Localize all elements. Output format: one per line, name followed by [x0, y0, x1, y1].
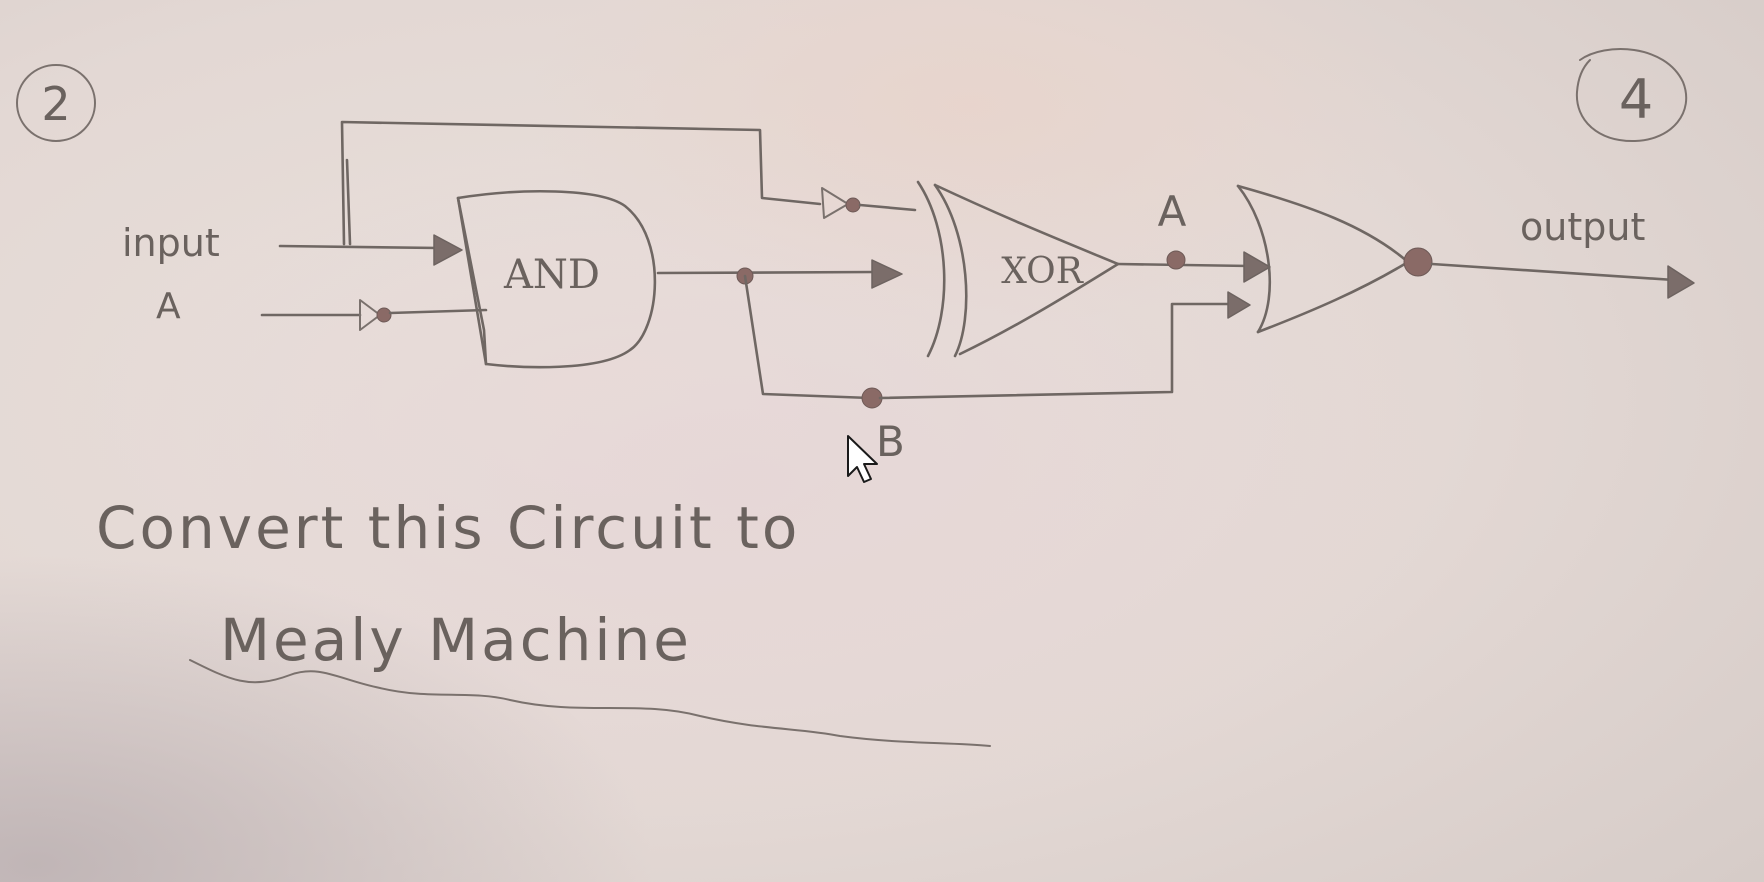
and-to-b-wire: [743, 274, 872, 400]
page-number-left-text: 2: [41, 77, 70, 131]
underline-squiggle: [189, 659, 991, 747]
xor-middle-input-arrow: [871, 259, 903, 289]
xor-output-a-label: A: [1158, 187, 1187, 236]
output-wire: [1430, 262, 1676, 282]
input-label: input: [122, 221, 220, 265]
page-number-right-text: 4: [1619, 68, 1653, 131]
xor-gate: XOR: [916, 180, 1120, 358]
feedback-loop-junction: [345, 158, 352, 246]
xor-output-dot: [1166, 250, 1186, 270]
mouse-pointer-icon: [847, 435, 878, 483]
instruction-line-1: Convert this Circuit to: [96, 494, 800, 562]
input-arrow: [433, 234, 463, 266]
output-arrow: [1667, 265, 1695, 299]
output-label: output: [1520, 205, 1645, 249]
b-feedback-wire: [878, 302, 1237, 400]
input-a-inverter: [359, 299, 381, 331]
xor-top-inverter: [821, 187, 849, 219]
or-bottom-input-arrow: [1227, 291, 1251, 319]
feedback-loop-top-wire: [340, 120, 822, 246]
input-a-inverter-bubble: [376, 307, 392, 323]
or-top-input-arrow: [1243, 251, 1271, 283]
and-gate-label: AND: [503, 252, 600, 298]
xor-gate-label: XOR: [1001, 251, 1084, 292]
page-number-left: 2: [16, 64, 96, 142]
xor-top-inverter-bubble: [845, 197, 861, 213]
and-output-wire: [656, 270, 877, 275]
input-wire: [278, 244, 442, 250]
page-number-right: 4: [1575, 48, 1688, 143]
instruction-line-2: Mealy Machine: [220, 606, 692, 674]
xor-top-input-wire: [858, 203, 917, 212]
output-bubble: [1403, 247, 1433, 277]
b-label: B: [876, 417, 905, 466]
input-a-label: A: [156, 286, 181, 327]
input-a-to-and-wire: [388, 308, 488, 315]
and-gate: AND: [456, 189, 657, 369]
